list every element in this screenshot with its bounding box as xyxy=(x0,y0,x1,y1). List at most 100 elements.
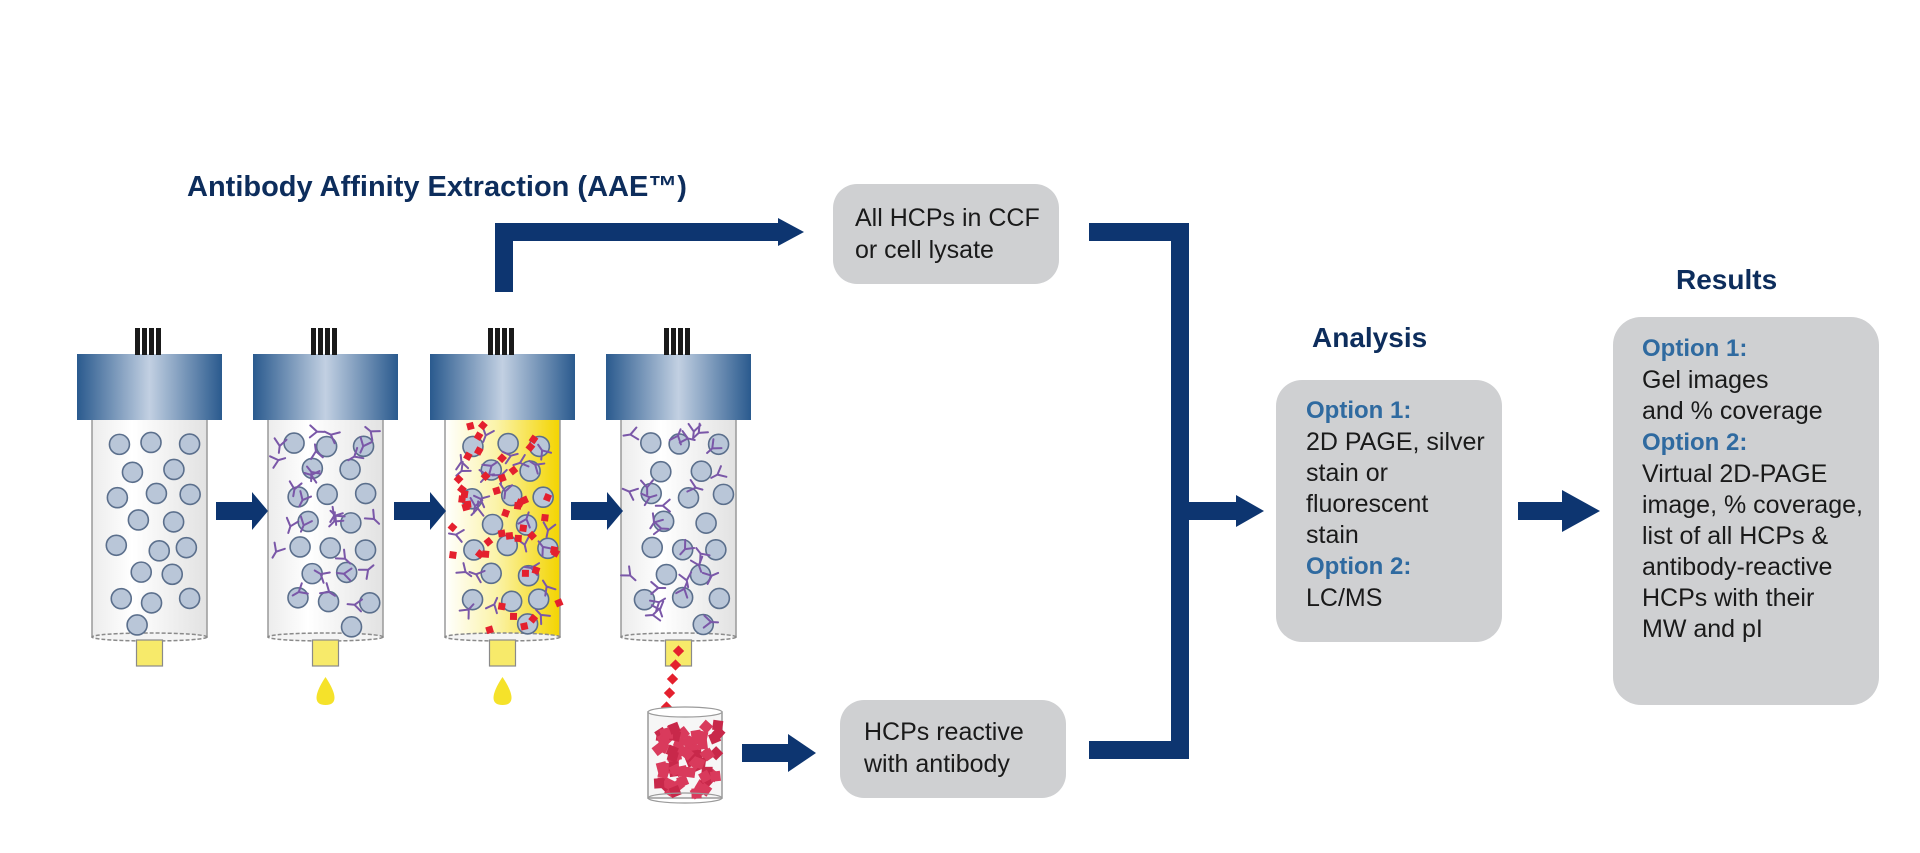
analysis-option1-label: Option 1: xyxy=(1306,397,1411,424)
resin-bead xyxy=(140,592,163,614)
results-box: Option 1: Gel images and % coverage Opti… xyxy=(1613,317,1879,705)
resin-bead xyxy=(130,561,153,583)
antibody xyxy=(686,478,704,493)
hcp-particle xyxy=(542,492,553,503)
resin-bead xyxy=(690,460,713,483)
resin-bead xyxy=(340,616,363,638)
analysis-option1-line: fluorescent xyxy=(1306,490,1428,518)
resin-bead xyxy=(671,538,694,561)
antibody xyxy=(313,569,331,584)
hcp-particle xyxy=(656,740,670,754)
resin-bead xyxy=(121,461,144,484)
antibody xyxy=(273,437,288,454)
hcp-particle xyxy=(525,442,536,453)
hcp-particle xyxy=(485,625,494,635)
step-arrow-2 xyxy=(394,492,446,530)
resin-bead xyxy=(126,614,148,636)
beaker-base xyxy=(647,792,723,804)
antibody xyxy=(334,548,352,565)
antibody xyxy=(689,555,704,573)
results-option2-line: Virtual 2D-PAGE xyxy=(1642,460,1827,488)
hcp-particle xyxy=(474,549,485,559)
extraction-columns xyxy=(77,328,751,804)
results-option2-line: image, % coverage, xyxy=(1642,491,1863,519)
antibody xyxy=(692,422,709,439)
hcp-particle xyxy=(698,769,712,784)
antibody xyxy=(650,580,667,595)
hcp-particle xyxy=(541,513,549,522)
column-stem xyxy=(664,328,669,355)
antibody xyxy=(542,521,557,539)
hcp-particle xyxy=(668,785,682,799)
results-option2-line: list of all HCPs & xyxy=(1642,522,1828,550)
antibody xyxy=(271,541,286,559)
antibody xyxy=(323,430,341,445)
hcp-particle xyxy=(483,536,494,547)
resin-bead xyxy=(655,563,678,586)
antibody xyxy=(640,492,658,507)
antibody xyxy=(329,509,346,526)
hcp-particle xyxy=(680,734,695,749)
hcp-particle xyxy=(696,738,708,750)
resin-bead xyxy=(163,458,185,481)
resin-bead xyxy=(105,534,128,557)
step-arrow-3 xyxy=(571,492,623,530)
antibody xyxy=(298,490,313,508)
column-stem xyxy=(509,328,514,355)
resin-bead xyxy=(175,536,198,559)
antibody xyxy=(291,582,309,597)
antibody xyxy=(541,579,557,597)
antibody xyxy=(359,436,373,454)
resin-bead xyxy=(639,432,662,454)
eluate-stream xyxy=(657,645,685,727)
beaker-rim xyxy=(647,706,723,718)
antibody xyxy=(701,571,720,585)
antibody xyxy=(455,460,472,477)
antibody xyxy=(303,470,321,484)
resin-bead xyxy=(640,482,662,505)
eluted-hcp xyxy=(672,645,685,657)
hcp-particle xyxy=(701,747,715,762)
hcp-particle xyxy=(473,446,484,456)
analysis-option1-line: 2D PAGE, silver xyxy=(1306,428,1485,456)
antibody xyxy=(364,425,381,442)
resin-bead xyxy=(108,433,131,456)
resin-bead xyxy=(500,590,523,613)
column-2 xyxy=(253,328,398,705)
flowthrough-drop xyxy=(316,677,335,705)
resin-bead xyxy=(705,538,727,561)
column-stem xyxy=(502,328,507,355)
diagram-title: Antibody Affinity Extraction (AAE™) xyxy=(187,171,687,203)
hcp-particle xyxy=(554,598,564,608)
eluted-hcp xyxy=(663,687,676,699)
results-option2-line: MW and pI xyxy=(1642,615,1763,643)
hcp-particle xyxy=(549,545,559,555)
flow-arrow-to-reactive-hcps xyxy=(742,734,816,772)
hcp-particle xyxy=(460,490,469,499)
hcp-particle xyxy=(497,529,506,538)
hcp-particle xyxy=(501,508,511,518)
resin-bead xyxy=(287,486,309,508)
resin-bead xyxy=(497,432,519,455)
eluate-beaker xyxy=(647,706,726,804)
analysis-option1-line: stain xyxy=(1306,521,1359,549)
column-4 xyxy=(606,328,751,667)
reactive-hcps-line-2: with antibody xyxy=(863,750,1010,778)
resin-bead xyxy=(358,592,381,614)
resin-bead xyxy=(297,510,319,533)
antibody xyxy=(535,608,551,626)
column-stem xyxy=(142,328,147,355)
resin-bead xyxy=(340,512,362,534)
resin-bead xyxy=(148,540,171,562)
hcp-particle xyxy=(527,530,537,541)
resin-bead xyxy=(480,562,502,585)
column-1 xyxy=(77,328,222,667)
step-arrow-1 xyxy=(216,492,268,530)
results-option1-line: and % coverage xyxy=(1642,397,1823,425)
hcp-particle xyxy=(520,622,529,631)
antibody xyxy=(537,443,553,461)
resin-bead xyxy=(283,432,305,454)
results-option2-label: Option 2: xyxy=(1642,429,1747,456)
resin-bead xyxy=(650,460,672,483)
column-stem xyxy=(678,328,683,355)
